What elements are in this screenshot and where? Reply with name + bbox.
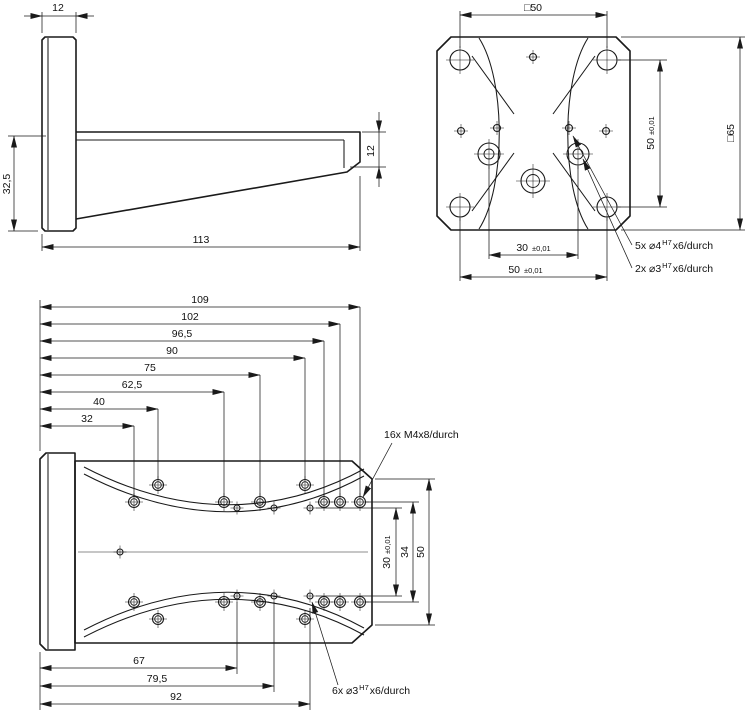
dim-outer-square: □65 — [621, 36, 745, 231]
hole-d3 — [229, 500, 245, 516]
dim-lower-height: 32,5 — [1, 135, 46, 232]
note-6x-holes: 6x ⌀3H7x6/durch — [311, 601, 410, 697]
dim-front-bottom-50-value: 50 — [508, 264, 520, 276]
svg-text:62,5: 62,5 — [122, 379, 143, 391]
note-5x-holes: 5x ⌀4H7x6/durch — [572, 135, 713, 252]
dim-right-mid-34: 34 — [366, 501, 419, 603]
dim-front-vertical-50: 50±0,01 — [618, 59, 667, 208]
svg-text:92: 92 — [170, 691, 182, 703]
hole-d3 — [266, 500, 282, 516]
dim-arm-thickness-text: 12 — [365, 145, 377, 157]
dim-90: 90 — [39, 345, 306, 479]
dim-total-length-text: 113 — [193, 234, 210, 246]
svg-text:67: 67 — [133, 655, 145, 667]
svg-text:102: 102 — [181, 311, 199, 323]
hole-d4 — [525, 49, 541, 65]
note-5x-text: 5x ⌀4H7x6/durch — [635, 238, 713, 252]
dim-40: 40 — [39, 396, 159, 479]
top-dims: 109 102 96,5 90 75 — [39, 294, 361, 496]
note-16x-holes: 16x M4x8/durch — [362, 429, 459, 498]
dim-75: 75 — [39, 362, 261, 496]
svg-text:75: 75 — [144, 362, 156, 374]
dim-67: 67 — [39, 602, 238, 674]
dim-hole-pattern-square: □50 — [459, 2, 608, 48]
top-view-geometry — [39, 452, 373, 651]
svg-text:96,5: 96,5 — [172, 328, 193, 340]
dim-front-bottom-30: 30 ±0,01 — [488, 166, 579, 259]
top-pocket-curves-upper — [83, 466, 365, 513]
dim-arm-thickness: 12 — [350, 112, 386, 187]
side-view: 12 32,5 113 12 — [1, 2, 386, 251]
top-pocket-curves-lower — [83, 591, 365, 638]
top-plate-outline — [39, 452, 76, 651]
dim-79-5: 79,5 — [39, 602, 275, 692]
dim-front-bottom-50-tol: ±0,01 — [524, 266, 543, 275]
dim-right-outer-50: 50 — [375, 478, 435, 626]
front-pocket-curve-left — [478, 37, 500, 230]
note-2x-text: 2x ⌀3H7x6/durch — [635, 261, 713, 275]
hole-corner — [445, 45, 475, 75]
dim-102: 102 — [39, 311, 341, 496]
hole-d4 — [561, 120, 577, 136]
dim-outer-square-text: □65 — [725, 124, 737, 142]
hole-corner — [592, 45, 622, 75]
front-pocket-diagonals — [471, 55, 596, 212]
dim-front-bottom-30-value: 30 — [516, 242, 528, 254]
hole-corner — [445, 192, 475, 222]
dim-plate-thickness-text: 12 — [52, 2, 64, 14]
hole-d3 — [302, 500, 318, 516]
dim-right-inner-text: 30±0,01 — [381, 535, 393, 568]
dim-plate-thickness: 12 — [24, 2, 94, 33]
hole-m4 — [214, 592, 234, 612]
front-view: □50 50±0,01 □65 30 ±0,01 50 ±0,01 5x ⌀4H — [436, 2, 745, 281]
side-arm-outline — [75, 131, 361, 220]
hole-center-small — [112, 544, 128, 560]
svg-text:109: 109 — [191, 294, 209, 306]
hole-d3 — [302, 588, 318, 604]
front-view-geometry — [436, 36, 631, 231]
svg-text:79,5: 79,5 — [147, 673, 168, 685]
bottom-dims: 67 79,5 92 — [39, 602, 311, 710]
hole-d4 — [453, 123, 469, 139]
side-plate-outline — [41, 36, 77, 232]
hole-center — [515, 163, 551, 199]
dim-32: 32 — [39, 413, 135, 496]
svg-text:90: 90 — [166, 345, 178, 357]
hole-m4 — [124, 592, 144, 612]
hole-m4 — [250, 592, 270, 612]
dim-hole-pattern-square-text: □50 — [524, 2, 542, 14]
dim-right-inner-30: 30±0,01 — [316, 507, 402, 597]
dim-front-bottom-50: 50 ±0,01 — [459, 218, 608, 281]
hole-d3 — [266, 588, 282, 604]
top-arm-outline — [74, 460, 373, 644]
dim-96-5: 96,5 — [39, 328, 325, 496]
svg-text:40: 40 — [93, 396, 105, 408]
dim-lower-height-text: 32,5 — [1, 174, 13, 195]
dim-62-5: 62,5 — [39, 379, 225, 496]
dim-front-bottom-30-tol: ±0,01 — [532, 244, 551, 253]
hole-d3 — [229, 588, 245, 604]
hole-d4 — [489, 120, 505, 136]
dim-109: 109 — [39, 294, 361, 496]
front-plate-outline — [436, 36, 631, 231]
front-pocket-curve-right — [567, 37, 589, 230]
note-2x-holes: 2x ⌀3H7x6/durch — [582, 158, 713, 275]
dim-92: 92 — [39, 608, 311, 710]
note-6x-text: 6x ⌀3H7x6/durch — [332, 683, 410, 697]
hole-d4 — [598, 123, 614, 139]
note-16x-text: 16x M4x8/durch — [384, 429, 459, 441]
hole-m4 — [148, 609, 168, 629]
side-view-geometry — [41, 36, 361, 232]
dim-total-length: 113 — [41, 176, 361, 251]
dim-front-vertical-text: 50±0,01 — [645, 116, 657, 149]
top-view: 109 102 96,5 90 75 — [39, 294, 459, 710]
dim-right-outer-text: 50 — [415, 546, 427, 558]
dim-right-mid-text: 34 — [399, 546, 411, 558]
svg-text:32: 32 — [81, 413, 93, 425]
